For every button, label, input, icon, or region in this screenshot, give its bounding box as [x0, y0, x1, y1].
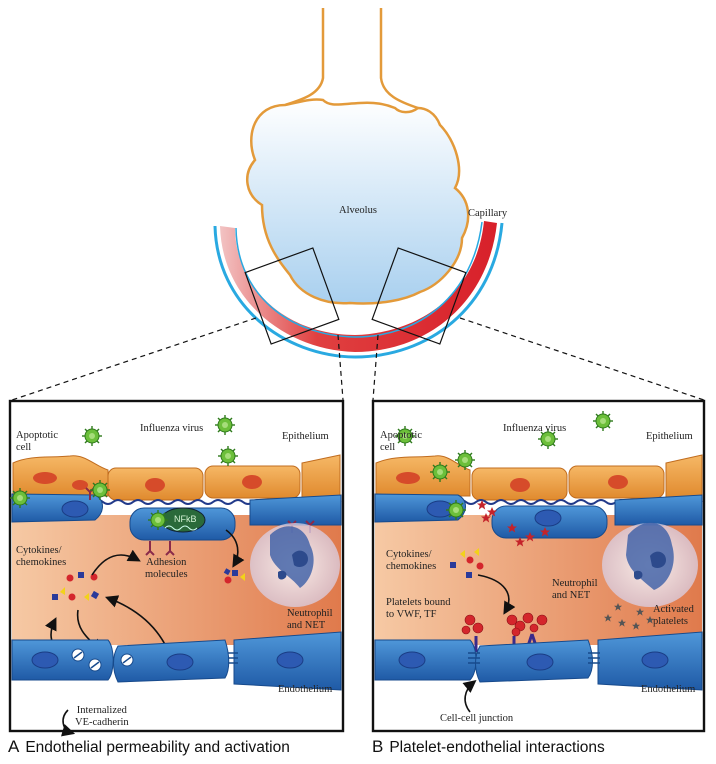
endothelium-label-a: Endothelium	[278, 684, 333, 695]
alveolus-label: Alveolus	[339, 205, 377, 216]
panel-a-letter: A	[8, 737, 20, 756]
adhesion-molecules-label: Adhesion molecules	[145, 557, 188, 580]
junction-arrow-b	[462, 679, 477, 713]
virus-icon	[445, 499, 467, 521]
virus-icon	[9, 487, 31, 509]
cytokines-label-a: Cytokines/ chemokines	[16, 545, 67, 568]
cytokines-a	[52, 568, 245, 601]
epithelium-a	[12, 454, 341, 501]
activated-platelets-label: Activated platelets	[653, 604, 694, 627]
platelets-bound-label: Platelets bound to VWF, TF	[386, 597, 451, 620]
caption-b: B Platelet-endothelial interactions	[372, 737, 605, 757]
neutrophil-label-a: Neutrophil and NET	[287, 608, 333, 631]
panel-b-caption: Platelet-endothelial interactions	[389, 739, 605, 756]
platelets-bound-b	[461, 612, 548, 637]
cytokines-b	[450, 548, 484, 578]
apoptotic-cell-label-b: Apoptotic cell	[380, 430, 422, 453]
capillary-wall	[213, 225, 356, 359]
neutrophil-net-a	[250, 523, 340, 607]
top-overview	[11, 8, 705, 401]
upper-endothelium-b	[374, 493, 703, 539]
virus-icon	[214, 414, 236, 436]
zoom-box-a	[244, 247, 340, 345]
neutrophil-net-b	[602, 522, 698, 607]
virus-icon	[147, 509, 169, 531]
panel-b	[371, 399, 706, 733]
nfkb-label: NFkB	[174, 514, 197, 524]
influenza-virus-label-a: Influenza virus	[140, 423, 204, 434]
neutrophil-label-b: Neutrophil and NET	[552, 578, 598, 601]
ve-cadherin-label: Internalized VE-cadherin	[75, 705, 129, 728]
panel-a: NFkB	[8, 399, 345, 737]
virus-icon	[89, 479, 111, 501]
virus-icon	[454, 449, 476, 471]
capillary-label: Capillary	[468, 208, 508, 219]
apoptotic-cell-label-a: Apoptotic cell	[16, 430, 58, 453]
panel-b-letter: B	[372, 737, 384, 756]
epithelium-label-b: Epithelium	[646, 431, 693, 442]
lower-endothelium-a	[11, 631, 342, 691]
cell-junction-label: Cell-cell junction	[440, 713, 514, 724]
arrow-b	[477, 574, 516, 615]
airway	[284, 8, 419, 110]
virus-icon	[81, 425, 103, 447]
virus-icon	[217, 445, 239, 467]
virus-icon	[592, 410, 614, 432]
zoom-box-b	[371, 247, 467, 345]
alveolus-sac	[246, 98, 470, 305]
zoom-connectors	[11, 317, 705, 401]
influenza-virus-label-b: Influenza virus	[503, 423, 567, 434]
panel-a-caption: Endothelial permeability and activation	[25, 739, 290, 756]
epithelium-label-a: Epithelium	[282, 431, 329, 442]
lower-endothelium-b	[374, 631, 703, 691]
endothelium-label-b: Endothelium	[641, 684, 696, 695]
cytokines-label-b: Cytokines/ chemokines	[386, 549, 437, 572]
caption-a: A Endothelial permeability and activation	[8, 737, 290, 757]
virus-icon	[429, 461, 451, 483]
